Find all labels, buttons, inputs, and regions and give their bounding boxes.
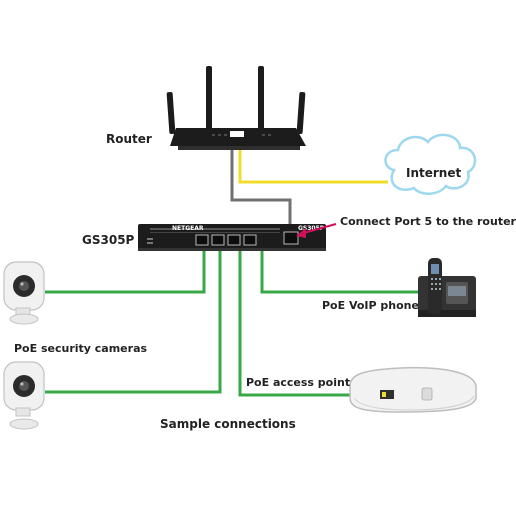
cable-camera-1 xyxy=(45,248,206,294)
camera-2-device xyxy=(3,361,45,430)
network-diagram: NETGEAR GS305P xyxy=(3,66,516,431)
switch-model-label: GS305P xyxy=(82,233,135,247)
access-point-label: PoE access point xyxy=(246,376,351,389)
voip-phone-device xyxy=(418,258,476,317)
security-cameras-label: PoE security cameras xyxy=(14,342,148,355)
router-device xyxy=(166,66,306,150)
switch-ports xyxy=(195,231,299,246)
diagram-canvas: NETGEAR GS305P xyxy=(3,66,477,430)
cables xyxy=(45,139,420,397)
cable-access-point xyxy=(238,248,380,397)
access-point-device xyxy=(349,366,477,413)
cable-voip-phone xyxy=(260,248,420,294)
camera-1-device xyxy=(3,261,45,325)
connect-port-note: Connect Port 5 to the router xyxy=(340,215,516,228)
internet-cloud xyxy=(384,133,477,195)
uplink-cable xyxy=(230,139,292,236)
switch-brand-text: NETGEAR xyxy=(172,225,204,232)
connect-arrow xyxy=(296,223,337,238)
internet-cable xyxy=(238,139,388,184)
internet-label: Internet xyxy=(406,166,462,180)
router-label: Router xyxy=(106,132,152,146)
switch-model-on-device: GS305P xyxy=(298,225,325,232)
cable-camera-2 xyxy=(45,248,222,394)
switch-device: NETGEAR GS305P xyxy=(138,224,326,251)
sample-connections-caption: Sample connections xyxy=(160,417,296,431)
voip-phone-label: PoE VoIP phone xyxy=(322,299,419,312)
